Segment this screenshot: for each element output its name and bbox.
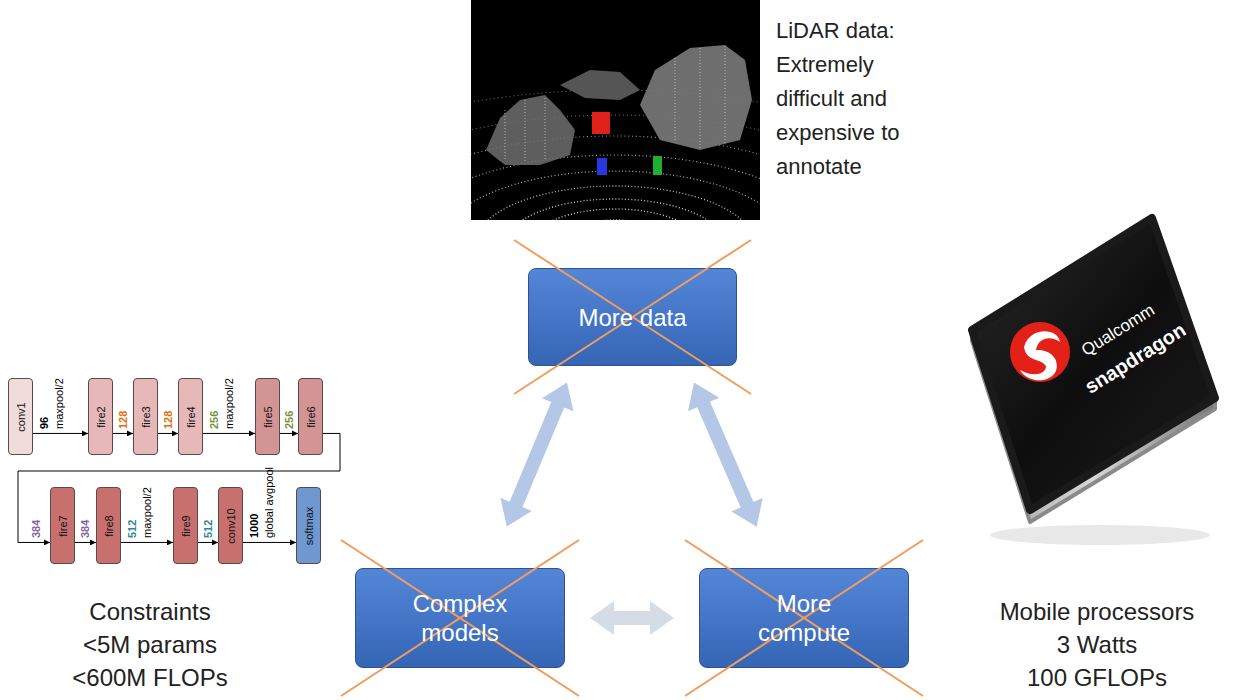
channel-count: 128: [117, 411, 130, 429]
box-label: conv10: [224, 508, 237, 543]
cross-line: [341, 540, 579, 696]
double-arrow: [590, 601, 674, 635]
box-label: More data: [578, 303, 686, 332]
crossed-out-box: More data: [528, 268, 737, 366]
wall-points: [525, 100, 526, 162]
car-points: [592, 112, 610, 134]
box-label: conv1: [14, 402, 27, 431]
layer-arrow: [33, 433, 88, 434]
wall-points: [725, 46, 726, 145]
constraint-text: <5M params: [60, 631, 240, 659]
cross-line: [514, 240, 751, 394]
channel-count: 512: [202, 520, 215, 538]
layer-arrow: [280, 433, 298, 434]
layer-box: fire2: [88, 378, 113, 455]
box-label: Complex models: [393, 589, 528, 647]
logo-swoosh: [1020, 331, 1060, 380]
double-arrow: [500, 383, 573, 527]
layer-box: fire6: [298, 378, 323, 455]
cross-line: [685, 540, 923, 696]
double-arrow: [688, 383, 763, 527]
box-label: fire8: [102, 515, 115, 536]
point-cloud: [471, 45, 760, 220]
chip-shadow: [990, 525, 1210, 545]
box-label: fire2: [94, 406, 107, 427]
building-points: [560, 70, 640, 100]
layer-arrow: [75, 542, 96, 543]
building-points: [640, 45, 752, 150]
wall-points: [505, 110, 506, 160]
pool-label: maxpool/2: [53, 379, 66, 430]
layer-arrow: [243, 542, 296, 543]
layer-arrow: [198, 542, 218, 543]
cross-line: [341, 540, 579, 696]
box-label: softmax: [302, 506, 315, 545]
crossed-out-box: More compute: [699, 568, 909, 668]
constraint-text: Constraints: [60, 598, 240, 626]
cross-line: [514, 240, 751, 394]
channel-count: 384: [30, 520, 43, 538]
cross-line: [685, 540, 923, 696]
snapdragon-logo: [1010, 322, 1070, 382]
scan-ring: [475, 186, 755, 220]
layer-arrow: [113, 433, 133, 434]
lidar-image: [471, 0, 760, 220]
constraint-text: <600M FLOPs: [60, 664, 240, 692]
processor-spec: 100 GFLOPs: [987, 664, 1207, 692]
scan-ring: [505, 199, 725, 220]
layer-box: conv10: [218, 487, 243, 564]
layer-box: fire9: [173, 487, 198, 564]
annotation-note: LiDAR data: Extremely difficult and expe…: [776, 14, 936, 184]
layer-box: fire7: [50, 487, 75, 564]
layer-box: fire4: [178, 378, 203, 455]
channel-count: 1000: [248, 514, 261, 538]
channel-count: 512: [126, 520, 139, 538]
processor-spec: 3 Watts: [987, 631, 1207, 659]
box-label: fire9: [179, 515, 192, 536]
layer-box: conv1: [8, 378, 33, 455]
channel-count: 256: [208, 411, 221, 429]
layer-box: fire3: [133, 378, 158, 455]
wall-points: [675, 58, 676, 142]
box-label: More compute: [737, 589, 872, 647]
crossed-out-box: Complex models: [355, 568, 565, 668]
box-label: fire5: [261, 406, 274, 427]
pool-label: maxpool/2: [223, 379, 236, 430]
building-points: [486, 95, 575, 165]
pool-label: global avgpool: [263, 467, 276, 538]
cross-out-mark: [685, 540, 923, 696]
cyclist-points: [653, 156, 662, 175]
box-label: fire7: [56, 515, 69, 536]
layer-box: fire5: [255, 378, 280, 455]
wall-points: [545, 98, 546, 160]
scan-ring: [471, 171, 760, 220]
layer-box: softmax: [296, 487, 321, 564]
pedestrian-points: [597, 158, 607, 175]
layer-arrow: [158, 433, 178, 434]
processor-spec: Mobile processors: [987, 598, 1207, 626]
wall-points: [700, 48, 701, 148]
layer-arrow: [121, 542, 173, 543]
box-label: fire3: [139, 406, 152, 427]
layer-arrow: [203, 433, 255, 434]
pool-label: maxpool/2: [141, 488, 154, 539]
chip-face: [972, 218, 1215, 510]
box-label: fire6: [304, 406, 317, 427]
channel-count: 256: [283, 411, 296, 429]
layer-box: fire8: [96, 487, 121, 564]
box-label: fire4: [184, 406, 197, 427]
scan-ring: [530, 209, 700, 220]
channel-count: 384: [79, 520, 92, 538]
channel-count: 128: [162, 411, 175, 429]
channel-count: 96: [38, 417, 51, 429]
cross-out-mark: [341, 540, 579, 696]
